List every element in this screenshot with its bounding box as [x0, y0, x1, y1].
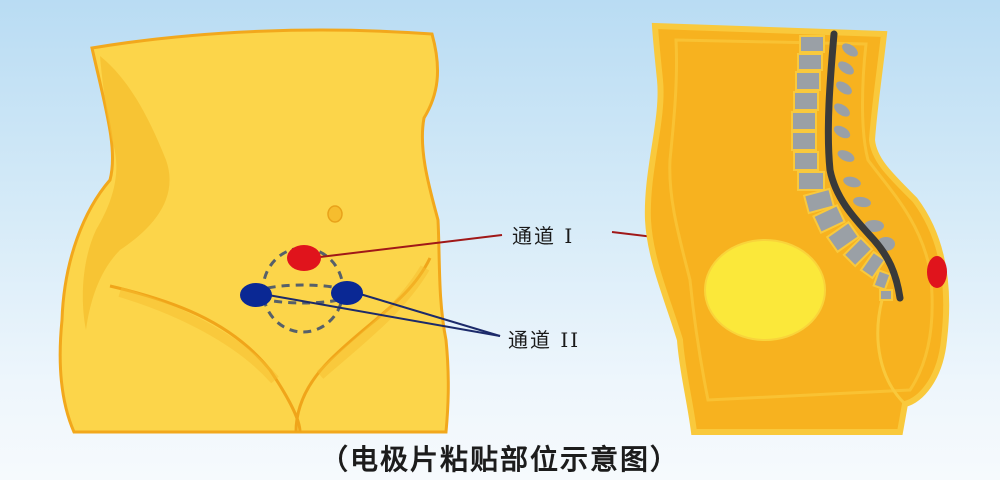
spinal-cord	[824, 30, 904, 302]
lead-channel-2-left	[267, 294, 501, 337]
lead-channel-2-right	[359, 293, 501, 337]
vertebrae	[791, 35, 893, 301]
navel	[327, 205, 343, 223]
channel-2-label: 通道 II	[508, 328, 581, 352]
bladder	[704, 239, 826, 341]
lead-channel-1-front	[319, 234, 503, 258]
figure-caption: （电极片粘贴部位示意图）	[319, 443, 680, 476]
electrode-channel-2-right	[331, 281, 363, 305]
electrode-channel-1-side	[927, 256, 947, 288]
electrode-channel-2-left	[240, 283, 272, 307]
front-body-figure	[58, 28, 450, 434]
side-body-figure	[644, 22, 950, 435]
channel-1-label: 通道 I	[512, 224, 575, 248]
electrode-channel-1-front	[287, 245, 321, 271]
